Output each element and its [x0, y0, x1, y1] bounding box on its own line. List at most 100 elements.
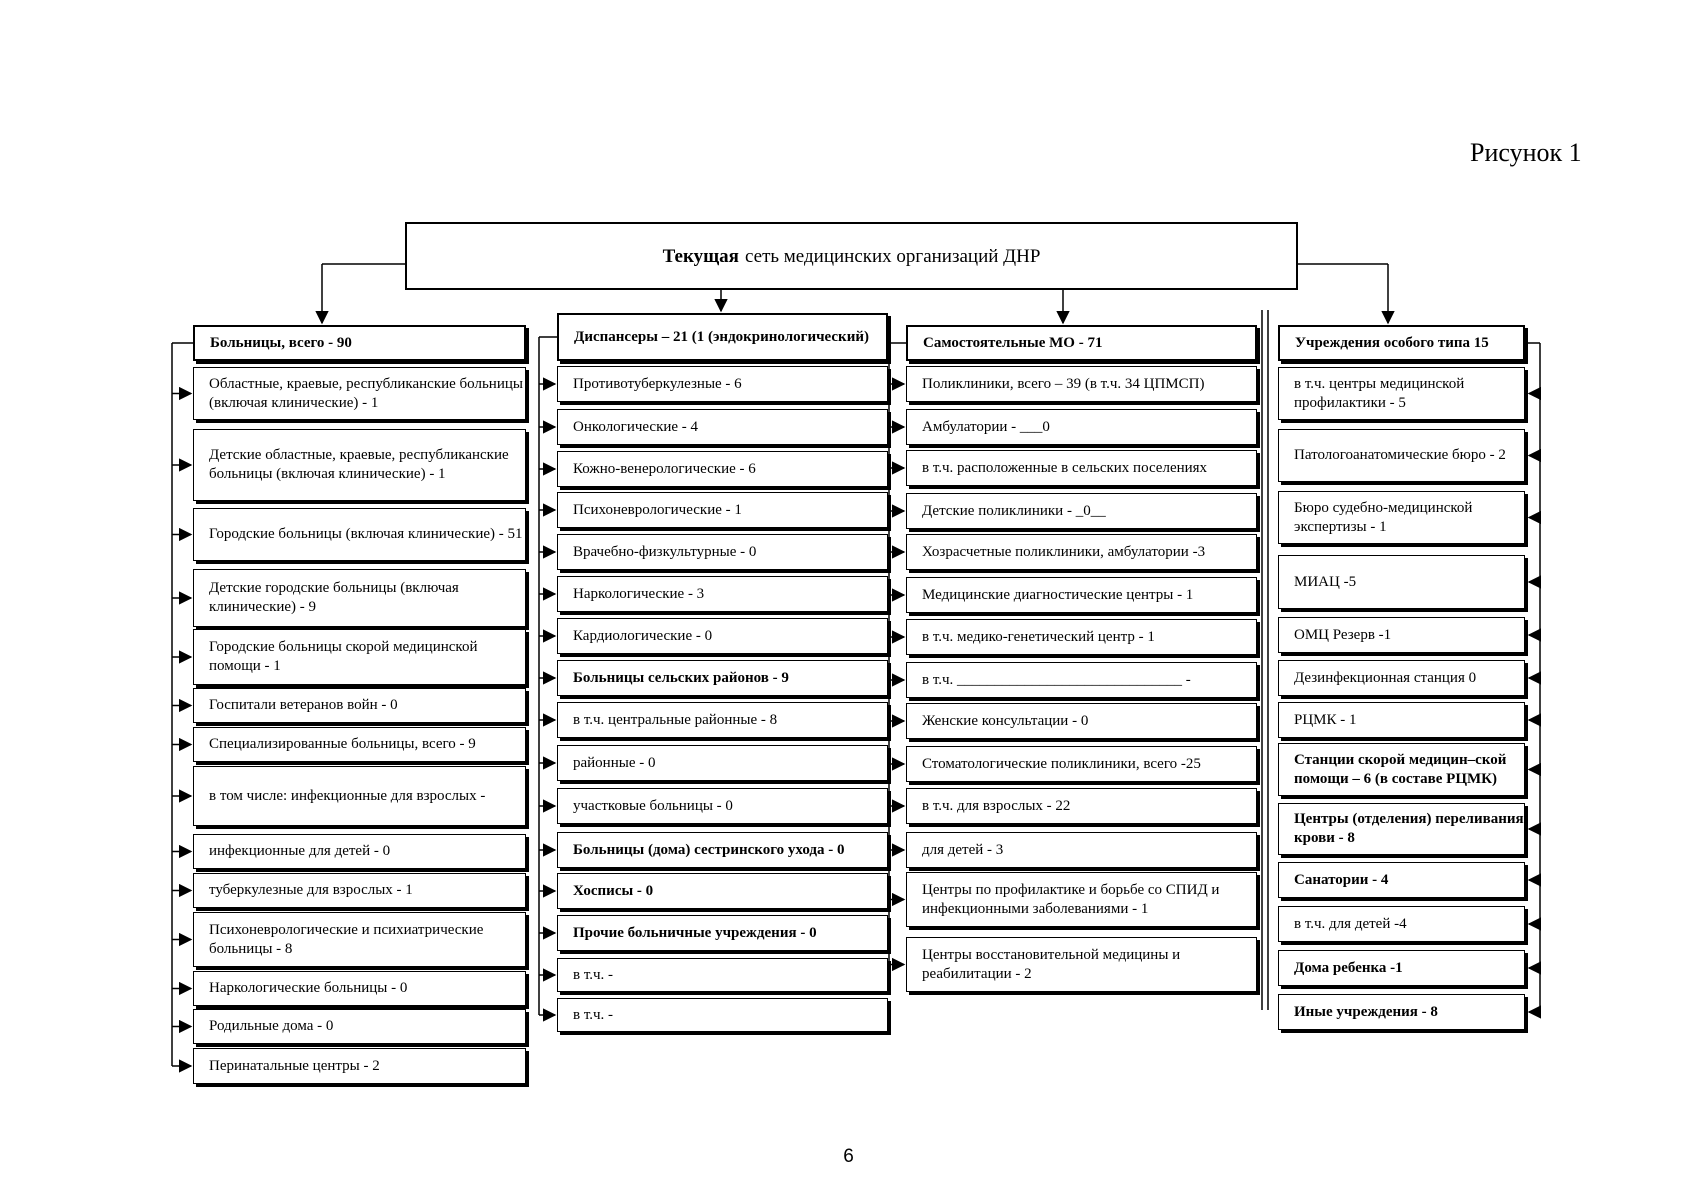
dispensaries-item-label: Онкологические - 4: [573, 418, 699, 435]
special-item-label: в т.ч. центры медицинской профилактики -…: [1294, 375, 1465, 411]
dispensaries-item-label: Психоневрологические - 1: [573, 501, 742, 518]
independent-item-label: Стоматологические поликлиники, всего -25: [922, 755, 1201, 772]
hospitals-item: Госпитали ветеранов войн - 0: [193, 688, 526, 723]
special-item-label: Центры (отделения) переливания крови - 8: [1294, 811, 1524, 846]
hospitals-item: Родильные дома - 0: [193, 1009, 526, 1044]
hospitals-item-label: в том числе: инфекционные для взрослых -: [209, 787, 486, 804]
special-item: Санатории - 4: [1278, 862, 1525, 898]
dispensaries-item-label: районные - 0: [573, 754, 656, 771]
independent-item: Поликлиники, всего – 39 (в т.ч. 34 ЦПМСП…: [906, 366, 1257, 402]
special-item: в т.ч. для детей -4: [1278, 906, 1525, 942]
dispensaries-item: участковые больницы - 0: [557, 788, 888, 824]
dispensaries-item-label: Больницы (дома) сестринского ухода - 0: [573, 841, 845, 858]
independent-item: Медицинские диагностические центры - 1: [906, 577, 1257, 613]
special-item: ОМЦ Резерв -1: [1278, 617, 1525, 653]
independent-item: в т.ч. ______________________________ -: [906, 662, 1257, 698]
special-header: Учреждения особого типа 15: [1278, 325, 1525, 361]
independent-item-label: Детские поликлиники - _0__: [922, 502, 1106, 519]
independent-header: Самостоятельные МО - 71: [906, 325, 1257, 361]
special-item-label: Бюро судебно-медицинской экспертизы - 1: [1294, 499, 1473, 535]
hospitals-item-label: Госпитали ветеранов войн - 0: [209, 697, 398, 713]
dispensaries-item-label: Противотуберкулезные - 6: [573, 375, 742, 392]
hospitals-item: Областные, краевые, республиканские боль…: [193, 367, 526, 420]
dispensaries-item: Психоневрологические - 1: [557, 492, 888, 528]
dispensaries-item-label: Прочие больничные учреждения - 0: [573, 924, 817, 941]
independent-item: Хозрасчетные поликлиники, амбулатории -3: [906, 534, 1257, 570]
dispensaries-item-label: в т.ч. центральные районные - 8: [573, 711, 778, 728]
independent-item-label: Центры восстановительной медицины и реаб…: [922, 946, 1181, 982]
title-box: Текущая сеть медицинских организаций ДНР: [405, 222, 1298, 290]
dispensaries-item: Врачебно-физкультурные - 0: [557, 534, 888, 570]
hospitals-item-label: Родильные дома - 0: [209, 1018, 334, 1034]
hospitals-item-label: Перинатальные центры - 2: [209, 1057, 380, 1074]
independent-item: Амбулатории - ___0: [906, 409, 1257, 445]
hospitals-item: инфекционные для детей - 0: [193, 834, 526, 869]
special-item-label: в т.ч. для детей -4: [1294, 915, 1407, 932]
dispensaries-item-label: Кардиологические - 0: [573, 627, 713, 644]
figure-label: Рисунок 1: [1470, 138, 1582, 167]
dispensaries-item-label: участковые больницы - 0: [573, 797, 733, 814]
hospitals-item: туберкулезные для взрослых - 1: [193, 873, 526, 908]
dispensaries-item: Прочие больничные учреждения - 0: [557, 915, 888, 951]
dispensaries-item-label: Больницы сельских районов - 9: [573, 669, 789, 686]
hospitals-item: Специализированные больницы, всего - 9: [193, 727, 526, 762]
dispensaries-item: Противотуберкулезные - 6: [557, 366, 888, 402]
special-item-label: Дома ребенка -1: [1294, 959, 1403, 976]
special-item: Патологоанатомические бюро - 2: [1278, 429, 1525, 482]
dispensaries-item: Наркологические - 3: [557, 576, 888, 612]
special-item: Станции скорой медицин–ской помощи – 6 (…: [1278, 743, 1525, 796]
independent-item: в т.ч. расположенные в сельских поселени…: [906, 450, 1257, 486]
hospitals-item-label: Наркологические больницы - 0: [209, 980, 408, 996]
hospitals-item: Перинатальные центры - 2: [193, 1048, 526, 1084]
special-item: Дезинфекционная станция 0: [1278, 660, 1525, 696]
independent-item-label: Амбулатории - ___0: [922, 418, 1050, 435]
hospitals-item: Наркологические больницы - 0: [193, 971, 526, 1006]
title-bold: Текущая: [662, 245, 739, 267]
title-rest: сеть медицинских организаций ДНР: [744, 245, 1041, 267]
special-item: Центры (отделения) переливания крови - 8: [1278, 803, 1525, 855]
hospitals-header: Больницы, всего - 90: [193, 325, 526, 361]
special-item-label: Иные учреждения - 8: [1294, 1003, 1438, 1020]
independent-item-label: Медицинские диагностические центры - 1: [922, 586, 1194, 603]
independent-item-label: в т.ч. медико-генетический центр - 1: [922, 628, 1155, 645]
independent-item: в т.ч. медико-генетический центр - 1: [906, 619, 1257, 655]
hospitals-item-label: Городские больницы (включая клинические)…: [209, 526, 523, 542]
independent-item-label: для детей - 3: [922, 841, 1004, 858]
hospitals-item: в том числе: инфекционные для взрослых -: [193, 766, 526, 826]
hospitals-item-label: Детские областные, краевые, республиканс…: [209, 447, 509, 482]
dispensaries-item-label: Кожно-венерологические - 6: [573, 460, 756, 477]
hospitals-item-label: туберкулезные для взрослых - 1: [209, 882, 413, 898]
dispensaries-item: Кожно-венерологические - 6: [557, 451, 888, 487]
independent-item-label: Поликлиники, всего – 39 (в т.ч. 34 ЦПМСП…: [922, 375, 1205, 392]
hospitals-item: Городские больницы (включая клинические)…: [193, 508, 526, 561]
independent-item: Женские консультации - 0: [906, 703, 1257, 739]
dispensaries-item: районные - 0: [557, 745, 888, 781]
hospitals-item-label: Психоневрологические и психиатрические б…: [209, 921, 484, 957]
dispensaries-item: Хосписы - 0: [557, 873, 888, 909]
special-item-label: ОМЦ Резерв -1: [1294, 626, 1392, 643]
dispensaries-item: Кардиологические - 0: [557, 618, 888, 654]
dispensaries-item: Онкологические - 4: [557, 409, 888, 445]
dispensaries-item-label: Хосписы - 0: [573, 882, 654, 899]
dispensaries-item-label: в т.ч. -: [573, 1006, 614, 1023]
dispensaries-item: в т.ч. центральные районные - 8: [557, 702, 888, 738]
special-item-label: Дезинфекционная станция 0: [1294, 669, 1477, 686]
independent-item: в т.ч. для взрослых - 22: [906, 788, 1257, 824]
hospitals-item: Детские областные, краевые, республиканс…: [193, 429, 526, 501]
independent-item: Центры восстановительной медицины и реаб…: [906, 937, 1257, 992]
independent-item-label: Женские консультации - 0: [922, 712, 1089, 729]
special-item: Бюро судебно-медицинской экспертизы - 1: [1278, 491, 1525, 544]
dispensaries-item: в т.ч. -: [557, 998, 888, 1032]
independent-item-label: Хозрасчетные поликлиники, амбулатории -3: [922, 543, 1206, 560]
dispensaries-item: Больницы сельских районов - 9: [557, 660, 888, 696]
dispensaries-item-label: в т.ч. -: [573, 966, 614, 983]
hospitals-item-label: Детские городские больницы (включая клин…: [209, 580, 459, 615]
special-item: Дома ребенка -1: [1278, 950, 1525, 986]
independent-item-label: в т.ч. для взрослых - 22: [922, 797, 1071, 814]
independent-item-label: в т.ч. расположенные в сельских поселени…: [922, 459, 1208, 476]
independent-item: для детей - 3: [906, 832, 1257, 868]
hospitals-item: Городские больницы скорой медицинской по…: [193, 629, 526, 685]
dispensaries-header: Диспансеры – 21 (1 (эндокринологический): [557, 313, 888, 361]
special-item: в т.ч. центры медицинской профилактики -…: [1278, 367, 1525, 420]
